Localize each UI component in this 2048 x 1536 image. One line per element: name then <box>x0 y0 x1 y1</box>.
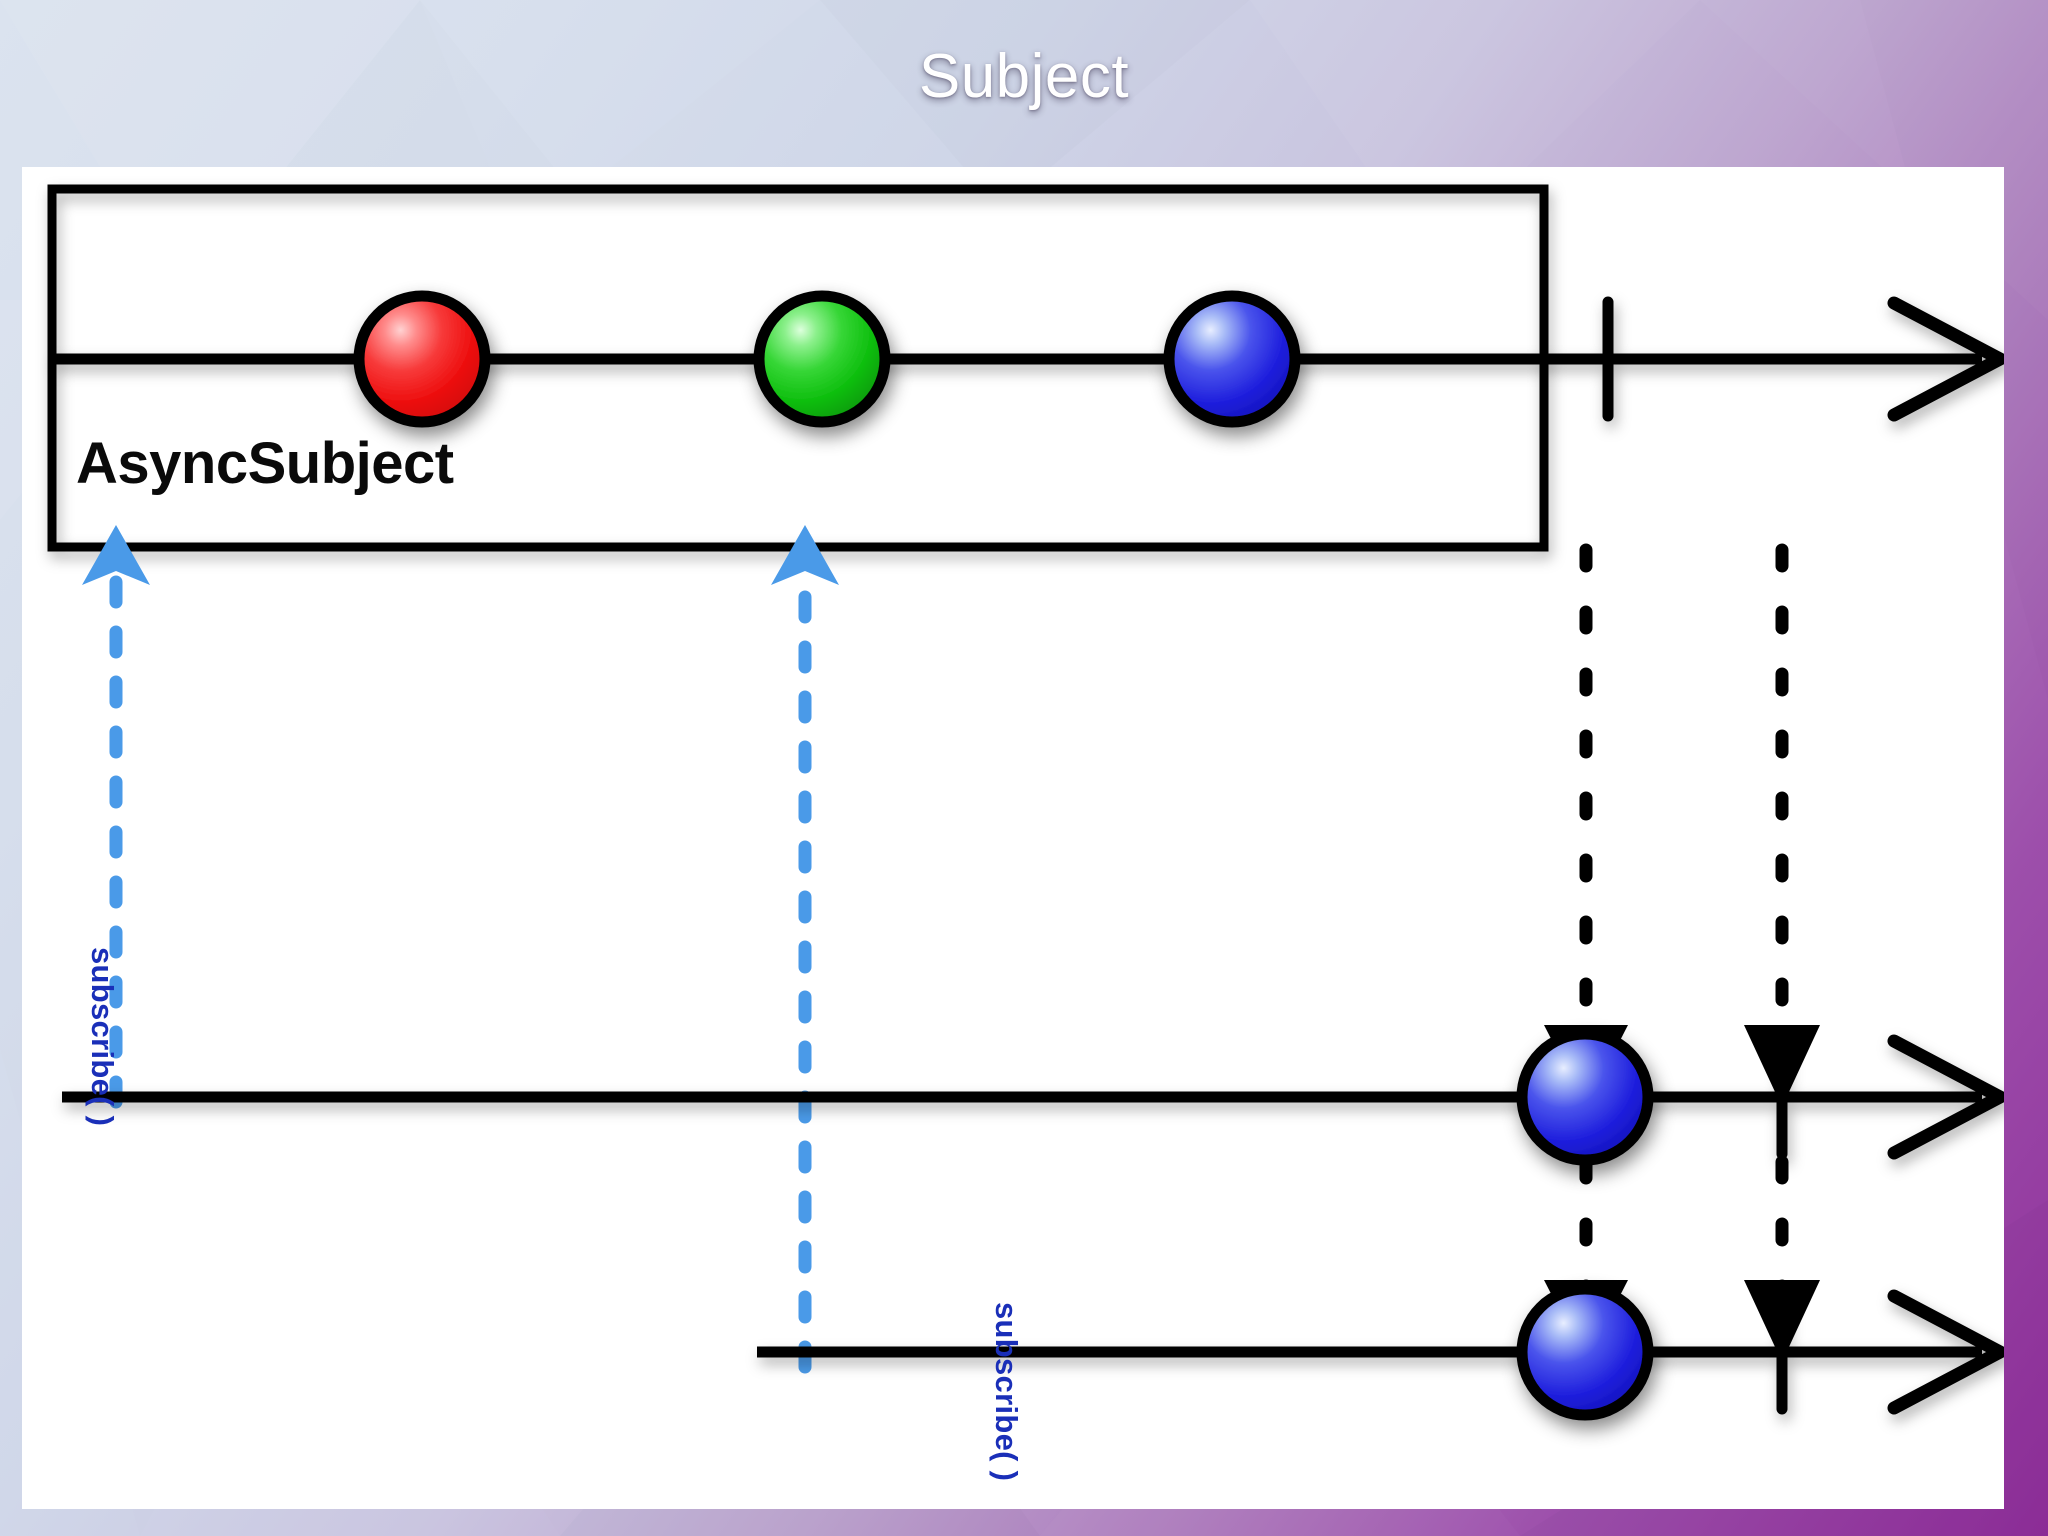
blue-marble <box>1163 290 1301 428</box>
subscriber-2-timeline <box>757 1289 2004 1415</box>
blue-marble <box>1516 1283 1654 1421</box>
subscribe-marker-2-label: subscribe( ) <box>989 1302 1024 1482</box>
blue-marble <box>1516 1028 1654 1166</box>
subscribe-marker-2 <box>771 525 839 1374</box>
source-box-label: AsyncSubject <box>76 431 454 496</box>
red-marble <box>353 290 491 428</box>
marble-diagram <box>47 184 2004 1421</box>
subscribe-marker-1 <box>82 525 150 1109</box>
diagram-panel: AsyncSubject subscribe( ) subscribe( ) <box>22 167 2004 1509</box>
emission-arrow-value-1 <box>1544 543 1628 1107</box>
source-marbles <box>353 290 1301 428</box>
source-timeline <box>52 296 2004 422</box>
subscribe-marker-1-label: subscribe( ) <box>85 947 120 1127</box>
emission-arrow-complete-1 <box>1744 543 1820 1107</box>
page-title: Subject <box>918 42 1130 111</box>
green-marble <box>753 290 891 428</box>
subscriber-1-timeline <box>62 1034 2004 1160</box>
